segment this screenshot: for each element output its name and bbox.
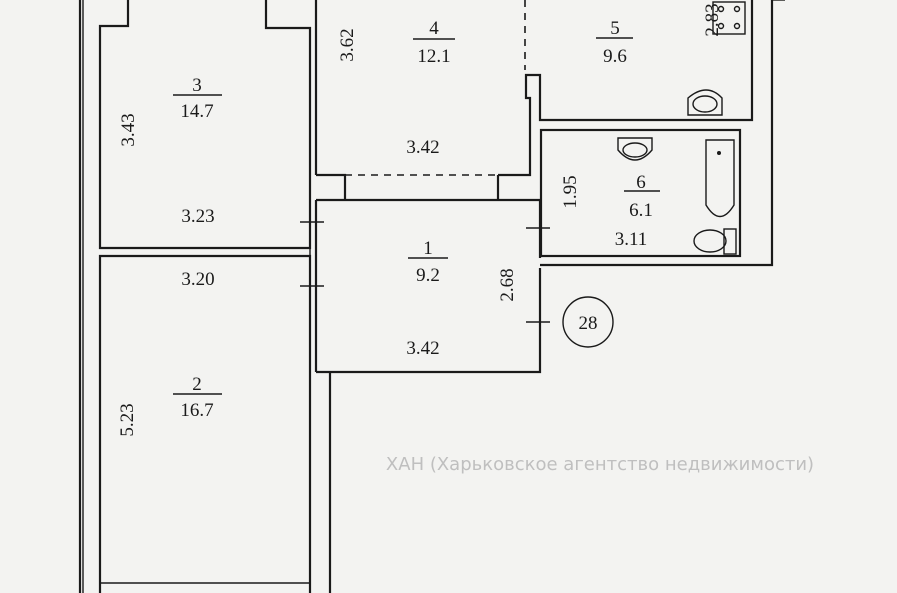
- room-4-label: 4 12.1 3.62 3.42: [337, 18, 455, 158]
- svg-text:1: 1: [423, 238, 433, 259]
- washbasin-icon: [617, 137, 653, 161]
- svg-text:4: 4: [429, 18, 439, 39]
- svg-text:3.42: 3.42: [406, 338, 439, 359]
- svg-text:2: 2: [192, 374, 202, 395]
- room-1-label: 1 9.2 2.68 3.42: [406, 238, 518, 359]
- svg-text:6.1: 6.1: [629, 200, 653, 221]
- room-3-label: 3 14.7 3.43 3.23: [118, 75, 222, 227]
- svg-text:9.2: 9.2: [416, 265, 440, 286]
- toilet-icon: [693, 228, 737, 255]
- bathtub-icon: [705, 139, 735, 218]
- kitchen-sink-icon: [687, 89, 723, 116]
- walls: [78, 0, 785, 593]
- svg-text:1.95: 1.95: [560, 175, 581, 208]
- svg-text:5: 5: [610, 18, 620, 39]
- svg-text:3.11: 3.11: [615, 229, 648, 250]
- svg-text:3.42: 3.42: [406, 137, 439, 158]
- svg-text:3.23: 3.23: [181, 206, 214, 227]
- room-5-label: 5 9.6 2.83: [596, 3, 723, 67]
- svg-text:3.20: 3.20: [181, 269, 214, 290]
- svg-text:9.6: 9.6: [603, 46, 627, 67]
- svg-text:28: 28: [579, 313, 598, 334]
- svg-text:6: 6: [636, 172, 646, 193]
- svg-text:3: 3: [192, 75, 202, 96]
- svg-text:16.7: 16.7: [180, 400, 213, 421]
- svg-text:5.23: 5.23: [117, 403, 138, 436]
- svg-text:2.68: 2.68: [497, 268, 518, 301]
- svg-text:3.62: 3.62: [337, 28, 358, 61]
- svg-text:14.7: 14.7: [180, 101, 213, 122]
- room-2-label: 3.20 2 16.7 5.23: [117, 269, 222, 437]
- svg-text:3.43: 3.43: [118, 113, 139, 146]
- watermark: ХАН (Харьковское агентство недвижимости): [386, 454, 814, 475]
- apartment-number-badge: 28: [562, 296, 614, 348]
- svg-text:12.1: 12.1: [417, 46, 450, 67]
- svg-text:2.83: 2.83: [702, 3, 723, 36]
- stove-icon: [712, 1, 746, 35]
- room-6-label: 6 6.1 1.95 3.11: [560, 172, 660, 250]
